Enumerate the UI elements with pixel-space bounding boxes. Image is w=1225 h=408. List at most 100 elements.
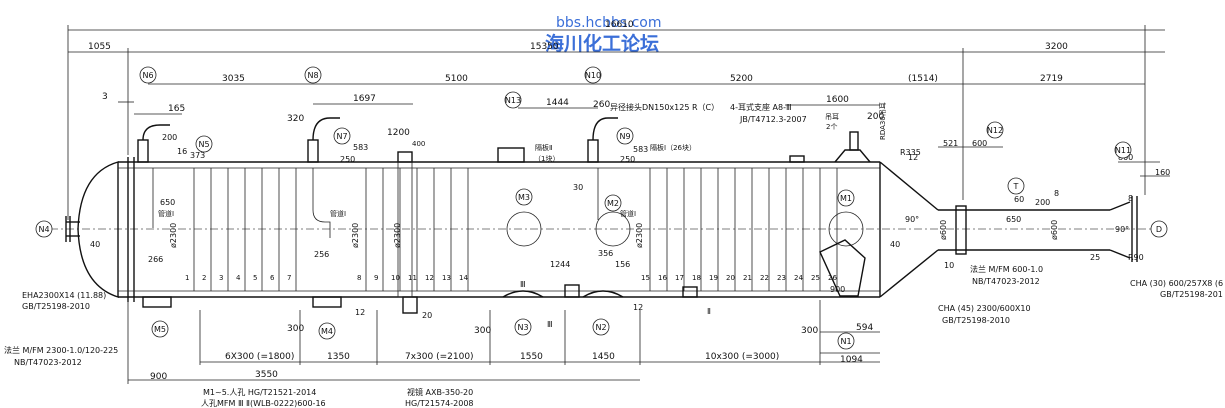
nozzle-tag-n10: N10 — [584, 66, 602, 84]
nozzle-tag-circle — [592, 318, 610, 336]
nozzle-tag-circle — [1114, 141, 1132, 159]
note-manhole2: 人孔MFM Ⅲ Ⅱ(WLB-0222)600-16 — [201, 399, 326, 408]
nozzle-n4 — [65, 216, 80, 242]
baffle-number: 14 — [459, 274, 468, 282]
note-pipe1: 管道Ⅰ — [158, 209, 174, 218]
dim-b10x300: 10x300 (=3000) — [705, 352, 779, 362]
nozzle-tag-n4: N4 — [35, 220, 53, 238]
dim-521: 521 — [943, 139, 958, 148]
baffle-number: 3 — [219, 274, 223, 282]
nozzle-tag-label: M2 — [607, 199, 619, 208]
nozzle-tag-label: N3 — [517, 323, 528, 332]
nozzle-tag-circle — [504, 91, 522, 109]
note-manhole1: M1~5.人孔 HG/T21521-2014 — [203, 388, 316, 397]
baffle-number: 2 — [202, 274, 206, 282]
radius-r90: R90 — [1128, 253, 1144, 262]
nozzle-tag-n3: N3 — [514, 318, 532, 336]
note-head1: EHA2300X14 (11.88) — [22, 291, 106, 300]
note-cone2: GB/T25198-2010 — [942, 316, 1010, 325]
dim-b7x300: 7x300 (=2100) — [405, 352, 474, 362]
dim-b1450: 1450 — [592, 352, 615, 362]
manholes — [506, 211, 866, 297]
dim-pipe-len: 2719 — [1040, 74, 1063, 84]
dim-b1350: 1350 — [327, 352, 350, 362]
nozzle-tag-circle — [837, 332, 855, 350]
nozzle-tag-circle — [837, 189, 855, 207]
baffle-number: 17 — [675, 274, 684, 282]
baffle-number: 9 — [374, 274, 378, 282]
nozzle-tag-n13: N13 — [504, 91, 522, 109]
note-lug-spec: RDA30吊耳 — [879, 102, 887, 140]
nozzle-tag-n5: N5 — [195, 135, 213, 153]
dim-b1550: 1550 — [520, 352, 543, 362]
dim-gap3: 3 — [102, 92, 108, 102]
nozzle-tag-n7: N7 — [333, 127, 351, 145]
nozzle-tag-circle — [515, 188, 533, 206]
dim-250a: 250 — [340, 155, 355, 164]
nozzle-tag-m3: M3 — [515, 188, 533, 206]
nozzle-tag-label: N11 — [1115, 146, 1131, 155]
nozzle-tag-n11: N11 — [1114, 141, 1132, 159]
nozzle-tag-n8: N8 — [304, 66, 322, 84]
dia-shell-3: ø2300 — [393, 223, 402, 248]
nozzle-tag-circle — [1007, 177, 1025, 195]
dim-12c: 12 — [633, 303, 643, 312]
note-flange4: NB/T47023-2012 — [972, 277, 1040, 286]
nozzle-tag-m4: M4 — [318, 322, 336, 340]
dim-900v: 900 — [830, 285, 845, 294]
dim-200c: 200 — [1035, 198, 1050, 207]
nozzle-tag-circle — [1150, 220, 1168, 238]
note-lug-count: 2个 — [826, 123, 837, 131]
nozzle-tag-label: N1 — [840, 337, 851, 346]
dim-b3550: 3550 — [255, 370, 278, 380]
angle-90a: 90° — [905, 215, 919, 224]
dim-1697: 1697 — [353, 94, 376, 104]
nozzle-tag-n9: N9 — [616, 127, 634, 145]
nozzle-tag-d: D — [1150, 220, 1168, 238]
nozzle-tag-circle — [35, 220, 53, 238]
dim-373: 373 — [190, 151, 205, 160]
nozzle-tag-circle — [604, 194, 622, 212]
dim-300b: 300 — [474, 326, 491, 336]
dim-1444: 1444 — [546, 98, 569, 108]
nozzle-tag-label: M5 — [154, 325, 166, 334]
nozzle-tag-label: N7 — [336, 132, 347, 141]
angle-90b: 90° — [1115, 225, 1129, 234]
baffle-number: 8 — [357, 274, 361, 282]
cone-reducer — [879, 161, 939, 298]
nozzle-tag-label: N10 — [585, 71, 601, 80]
dim-n6-n8: 3035 — [222, 74, 245, 84]
note-cone4: GB/T25198-201 — [1160, 290, 1223, 299]
note-flange1: 法兰 M/FM 2300-1.0/120-225 — [4, 345, 118, 355]
baffle-number: 10 — [391, 274, 400, 282]
nozzle-tag-label: N8 — [307, 71, 318, 80]
baffle-number: 16 — [658, 274, 667, 282]
nozzle-tag-circle — [333, 127, 351, 145]
outlet-pipe — [938, 196, 1138, 262]
dim-165: 165 — [168, 104, 185, 114]
dim-12a: 12 — [908, 153, 918, 162]
dim-583b: 583 — [633, 145, 648, 154]
dim-12b: 12 — [355, 308, 365, 317]
dim-156: 156 — [615, 260, 630, 269]
dim-300a: 300 — [287, 324, 304, 334]
baffle-number: 25 — [811, 274, 820, 282]
nozzle-tag-circle — [584, 66, 602, 84]
dim-300c: 300 — [801, 326, 818, 336]
note-baffle-i: 隔板Ⅱ — [535, 143, 552, 152]
note-baffle-count1: （1块） — [534, 154, 559, 163]
note-sight2: HG/T21574-2008 — [405, 399, 474, 408]
dim-8b: 8 — [1128, 194, 1133, 203]
dim-60: 60 — [1014, 195, 1024, 204]
watermark-site: bbs.hcbbs.com — [556, 15, 662, 31]
baffle-number: 11 — [408, 274, 417, 282]
dim-shell-length: 15350 — [530, 42, 559, 52]
dim-650b: 650 — [1006, 215, 1021, 224]
dim-256: 256 — [314, 250, 329, 259]
baffle-number: 1 — [185, 274, 189, 282]
dim-left-overhang: 1055 — [88, 42, 111, 52]
dim-200b: 200 — [162, 133, 177, 142]
dim-40b: 40 — [890, 240, 900, 249]
dim-400: 400 — [412, 140, 425, 148]
dim-1094: 1094 — [840, 355, 863, 365]
